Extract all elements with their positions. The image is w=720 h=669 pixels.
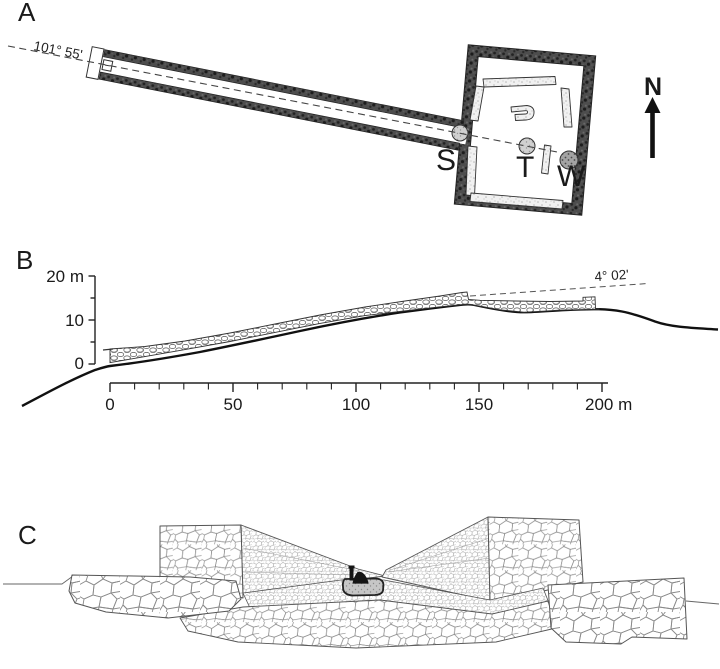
chamber-benches: [465, 76, 573, 210]
panel-c-label: C: [18, 520, 37, 550]
stone-s-label: S: [436, 144, 456, 177]
bench-south: [469, 192, 564, 210]
x-axis: [109, 382, 608, 392]
stone-t-label: T: [516, 151, 534, 184]
cone-stone: [352, 571, 369, 584]
y-tick-0: 0: [75, 354, 84, 373]
left-foreground-block: [68, 574, 242, 619]
dromos-passage: [85, 46, 469, 151]
x-tick-50: 50: [224, 395, 243, 414]
stone-t: [518, 137, 536, 155]
bench-west: [469, 85, 485, 122]
north-letter: N: [644, 73, 662, 101]
ground-line-left: [3, 575, 74, 585]
passage-entrance-lintel: [102, 348, 114, 351]
y-axis: [88, 275, 96, 365]
stele: [349, 567, 354, 581]
left-face-course-lines: [242, 547, 361, 576]
slope-sight-line: [469, 283, 649, 297]
stone-w: [559, 150, 579, 170]
dromos-north-wall: [103, 49, 465, 129]
panel-a-plan: A 101° 55': [7, 0, 662, 216]
azimuth-angle-label: 101° 55': [32, 38, 83, 62]
right-face-course-lines: [387, 537, 491, 573]
slab-near-w: [541, 144, 552, 175]
y-tick-10: 10: [65, 311, 84, 330]
panel-b-label: B: [16, 245, 33, 275]
passage-section-band: [109, 291, 600, 364]
x-tick-150: 150: [465, 395, 493, 414]
central-setting: [510, 105, 535, 121]
y-tick-20: 20 m: [46, 267, 84, 286]
stone-w-label: W: [557, 160, 586, 193]
x-tick-200: 200 m: [585, 395, 632, 414]
x-tick-100: 100: [342, 395, 370, 414]
right-low-block: [547, 577, 688, 645]
north-arrow-icon: N: [644, 73, 662, 158]
ground-line-right: [685, 600, 720, 605]
dromos-south-wall: [98, 71, 460, 151]
panel-a-label: A: [18, 0, 36, 27]
panel-b-profile: B 0 10 20 m 4° 02': [16, 245, 719, 414]
bench-north: [482, 76, 557, 88]
x-tick-0: 0: [105, 395, 114, 414]
panel-c-reconstruction: C: [3, 516, 720, 649]
azimuth-sight-line: [7, 45, 558, 153]
bench-east: [560, 87, 573, 128]
slope-angle-label: 4° 02': [594, 267, 629, 284]
chamber-enclosure: [453, 44, 597, 216]
